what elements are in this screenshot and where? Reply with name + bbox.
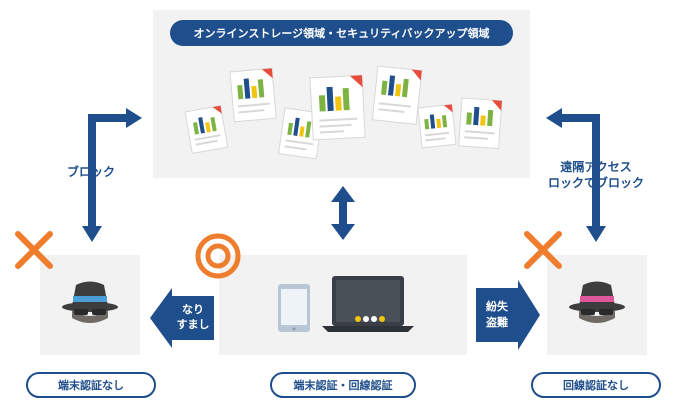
left-caption: 端末認証なし <box>26 372 156 398</box>
loss-theft-arrow <box>476 280 540 350</box>
impersonation-arrow <box>150 288 214 348</box>
right-cross-icon <box>524 231 562 269</box>
center-sync-arrow <box>331 186 355 240</box>
document-icon <box>184 105 229 154</box>
right-caption: 回線認証なし <box>531 372 661 398</box>
hacker-icon <box>569 281 625 323</box>
loss-label-line1: 紛失 <box>486 300 508 313</box>
tablet-icon <box>278 284 310 332</box>
document-icon <box>278 107 324 160</box>
right-block-arrow <box>546 108 606 242</box>
left-block-label: ブロック <box>66 165 115 179</box>
left-block-arrow <box>82 108 142 242</box>
storage-banner: オンラインストレージ領域・セキュリティバックアップ領域 <box>170 20 513 46</box>
approved-double-circle-icon <box>195 233 241 279</box>
left-cross-icon <box>15 231 53 269</box>
right-block-label-line1: 遠隔アクセス <box>560 160 632 174</box>
center-caption: 端末認証・回線認証 <box>270 372 416 398</box>
document-icon <box>371 65 423 125</box>
laptop-icon <box>322 276 414 332</box>
document-icon <box>229 67 277 123</box>
document-icon <box>458 97 503 150</box>
impersonation-label-line1: なり <box>182 303 204 316</box>
impersonation-label-line2: すまし <box>176 318 210 331</box>
hacker-icon <box>62 281 118 323</box>
loss-label-line2: 盗難 <box>486 316 508 329</box>
right-block-label-line2: ロックでブロック <box>547 176 644 190</box>
document-icon <box>309 74 366 141</box>
document-icon <box>417 103 457 149</box>
